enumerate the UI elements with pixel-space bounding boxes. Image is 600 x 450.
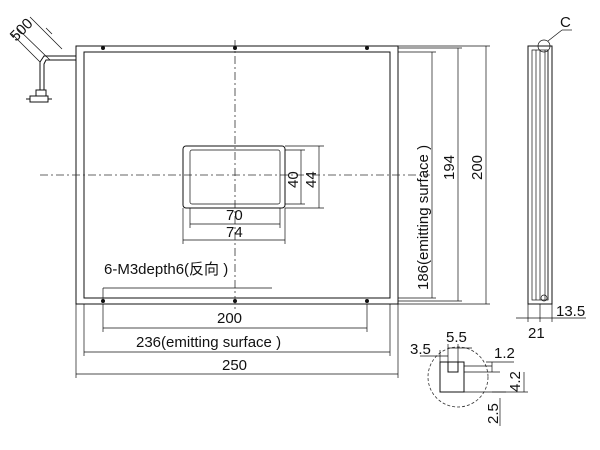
mounting-hole: [233, 299, 237, 303]
window-width-label: 74: [226, 224, 243, 241]
mounting-hole: [101, 46, 105, 50]
hole-spacing-x-label: 200: [217, 310, 242, 327]
detail-marker-label: C: [560, 14, 571, 31]
side-thickness-label: 21: [528, 325, 545, 342]
detail-1-2-label: 1.2: [494, 345, 515, 362]
center-window-outer: [182, 145, 286, 209]
detail-c-view: 3.5 5.5 1.2 4.2 2.5: [410, 329, 528, 426]
overall-height-label: 200: [469, 155, 486, 180]
slot-width-label: 70: [226, 207, 243, 224]
cable-length-label: 500: [7, 15, 37, 45]
mounting-holes-label: 6-M3depth6(反向 ): [104, 261, 228, 278]
detail-4-2-label: 4.2: [507, 371, 524, 392]
slot-height-label: 40: [285, 171, 302, 188]
detail-3-5-label: 3.5: [410, 341, 431, 358]
emitting-height-label: 186(emitting surface ): [415, 145, 432, 290]
overall-width-label: 250: [222, 357, 247, 374]
detail-2-5-label: 2.5: [485, 403, 502, 424]
cable: [11, 16, 76, 103]
detail-c-circle: [537, 39, 551, 53]
mounting-hole: [365, 299, 369, 303]
mounting-hole: [233, 46, 237, 50]
side-emitting-depth-label: 13.5: [556, 303, 585, 320]
emitting-width-label: 236(emitting surface ): [136, 334, 281, 351]
detail-5-5-label: 5.5: [446, 329, 467, 346]
center-window-inner: [189, 149, 281, 205]
side-view: C 21 13.5: [516, 14, 586, 342]
hole-spacing-y-label: 194: [441, 155, 458, 180]
front-view: 500 40 44 70 74 6-M3depth6(反向 ) 200 236(…: [7, 15, 490, 378]
window-height-label: 44: [303, 171, 320, 188]
mounting-hole: [365, 46, 369, 50]
